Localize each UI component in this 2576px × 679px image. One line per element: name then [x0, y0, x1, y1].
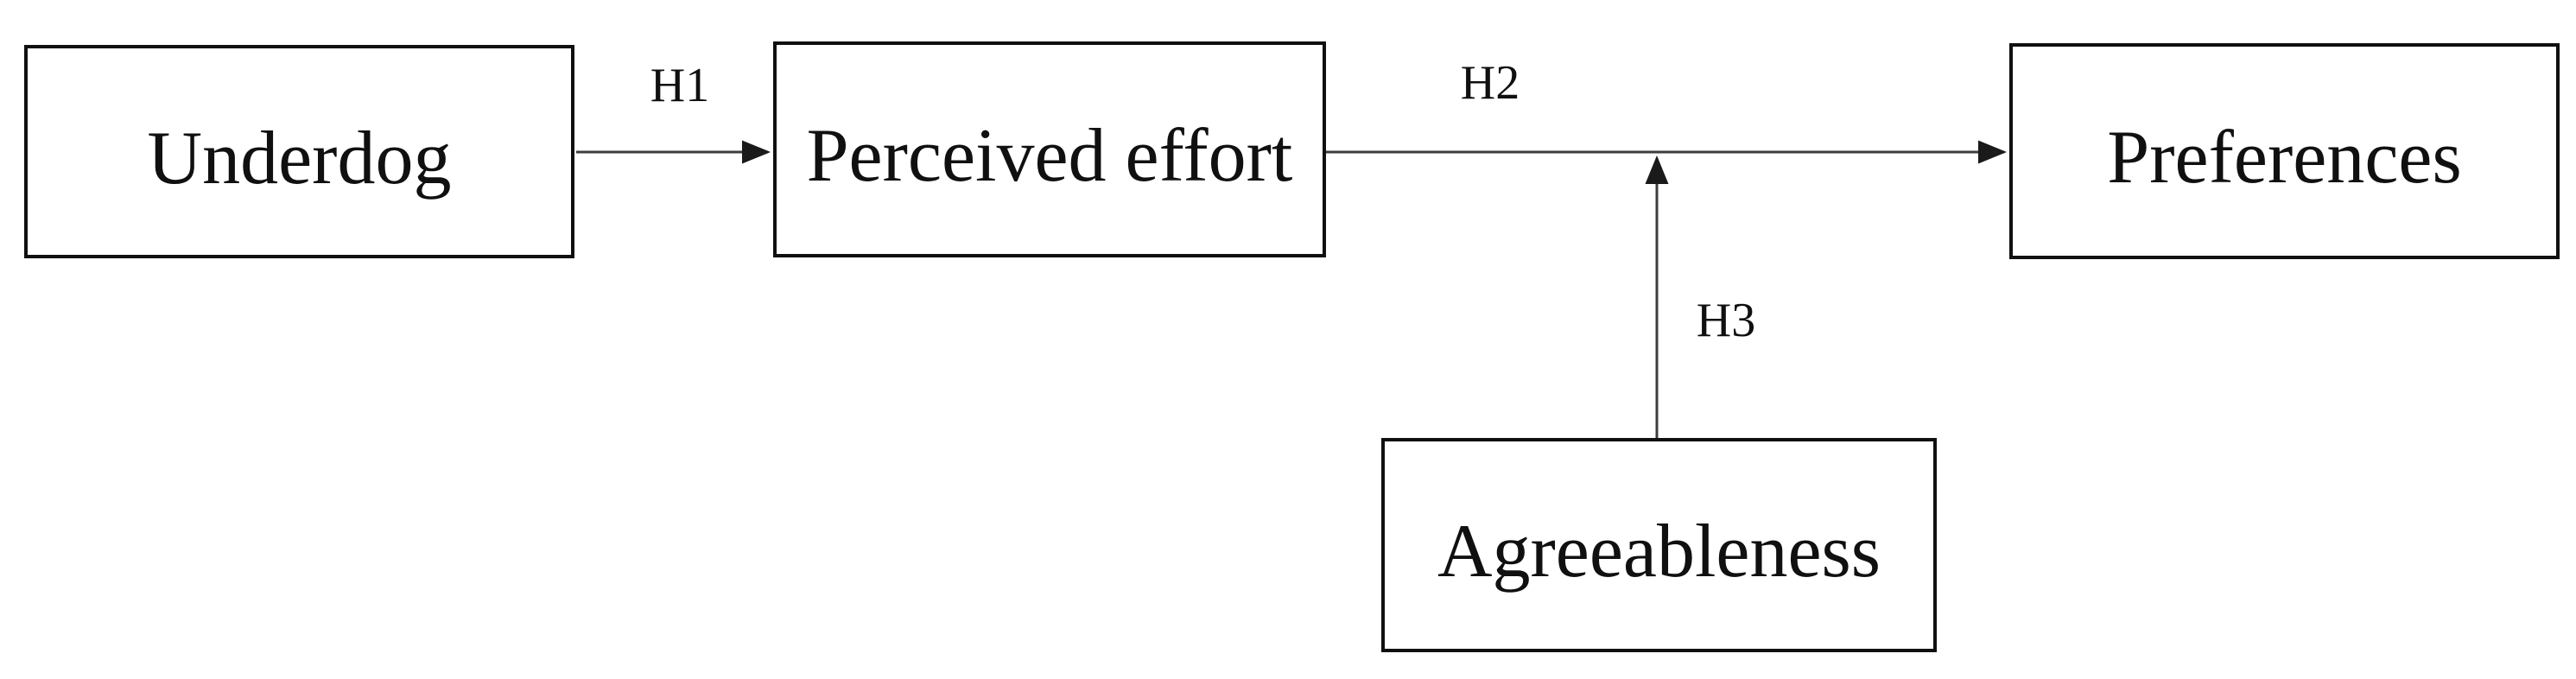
h1-edge-label: H1	[650, 59, 710, 112]
node-perceived-effort-label: Perceived effort	[806, 114, 1293, 198]
node-underdog: Underdog	[24, 45, 574, 258]
node-perceived-effort: Perceived effort	[773, 41, 1326, 257]
node-preferences: Preferences	[2009, 43, 2560, 259]
node-preferences-label: Preferences	[2107, 116, 2462, 200]
h2-edge-label: H2	[1460, 56, 1520, 110]
h3-edge-label: H3	[1696, 294, 1756, 347]
node-underdog-label: Underdog	[147, 116, 452, 200]
node-agreeableness-label: Agreeableness	[1437, 510, 1881, 593]
node-agreeableness: Agreeableness	[1381, 438, 1937, 652]
